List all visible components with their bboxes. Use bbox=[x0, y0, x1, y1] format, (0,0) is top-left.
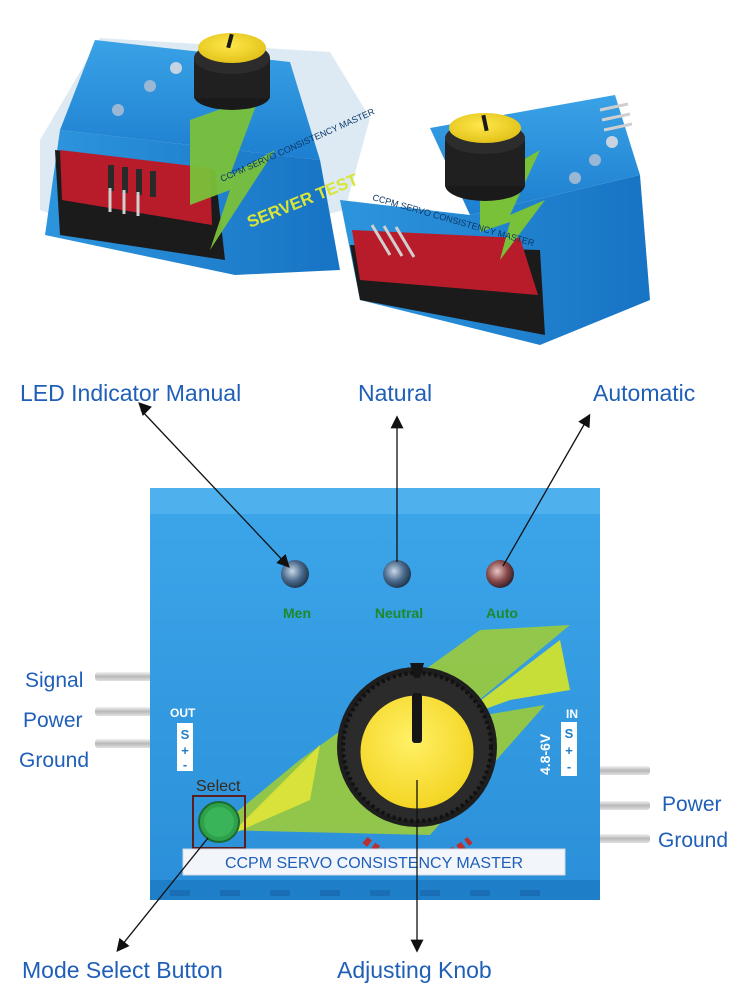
callout-lines bbox=[116, 402, 591, 953]
in-label: IN bbox=[566, 707, 578, 721]
led-auto bbox=[486, 560, 514, 588]
callout-natural: Natural bbox=[358, 380, 433, 406]
callout-arrowhead-led-manual-top bbox=[138, 402, 152, 416]
led-manual bbox=[281, 560, 309, 588]
voltage-label: 4.8-6V bbox=[537, 733, 553, 775]
in-s-label: S bbox=[565, 726, 574, 741]
select-label: Select bbox=[196, 778, 241, 795]
out-minus-label: - bbox=[183, 757, 187, 772]
adjusting-knob[interactable] bbox=[337, 663, 497, 864]
in-connector-marking: IN S + - 4.8-6V bbox=[537, 707, 578, 776]
left-device-photo: SERVER TEST CCPM SERVO CONSISTENCY MASTE… bbox=[40, 33, 376, 275]
product-photo-top: SERVER TEST CCPM SERVO CONSISTENCY MASTE… bbox=[40, 33, 650, 345]
left-pin-header bbox=[95, 672, 155, 748]
in-plus-label: + bbox=[565, 743, 573, 758]
callout-line-automatic bbox=[502, 413, 591, 567]
out-label: OUT bbox=[170, 706, 196, 720]
right-device-photo: CCPM SERVO CONSISTENCY MASTER bbox=[340, 95, 650, 345]
pin-label-power-left: Power bbox=[23, 709, 83, 732]
pin-label-power-right: Power bbox=[662, 793, 722, 816]
in-minus-label: - bbox=[567, 759, 571, 774]
out-s-label: S bbox=[181, 727, 190, 742]
pin-label-ground-right: Ground bbox=[658, 829, 729, 852]
led-men-label: Men bbox=[283, 605, 311, 621]
right-pin-header bbox=[595, 766, 650, 843]
mode-select-button[interactable]: Select bbox=[192, 778, 246, 849]
pin-label-signal: Signal bbox=[25, 669, 84, 692]
callout-mode-select-button: Mode Select Button bbox=[22, 957, 223, 983]
out-plus-label: + bbox=[181, 743, 189, 758]
callout-line-led-manual bbox=[140, 409, 290, 568]
led-auto-label: Auto bbox=[486, 605, 518, 621]
callout-led-manual: LED Indicator Manual bbox=[20, 380, 242, 406]
device-banner: CCPM SERVO CONSISTENCY MASTER bbox=[182, 848, 566, 876]
callout-line-mode-select bbox=[116, 837, 209, 953]
led-neutral bbox=[383, 560, 411, 588]
callout-adjusting-knob: Adjusting Knob bbox=[337, 957, 492, 983]
banner-text: CCPM SERVO CONSISTENCY MASTER bbox=[225, 855, 523, 872]
pin-label-ground-left: Ground bbox=[19, 749, 90, 772]
led-neutral-label: Neutral bbox=[375, 605, 423, 621]
callout-automatic: Automatic bbox=[593, 380, 696, 406]
out-connector-marking: OUT S + - bbox=[170, 706, 196, 772]
